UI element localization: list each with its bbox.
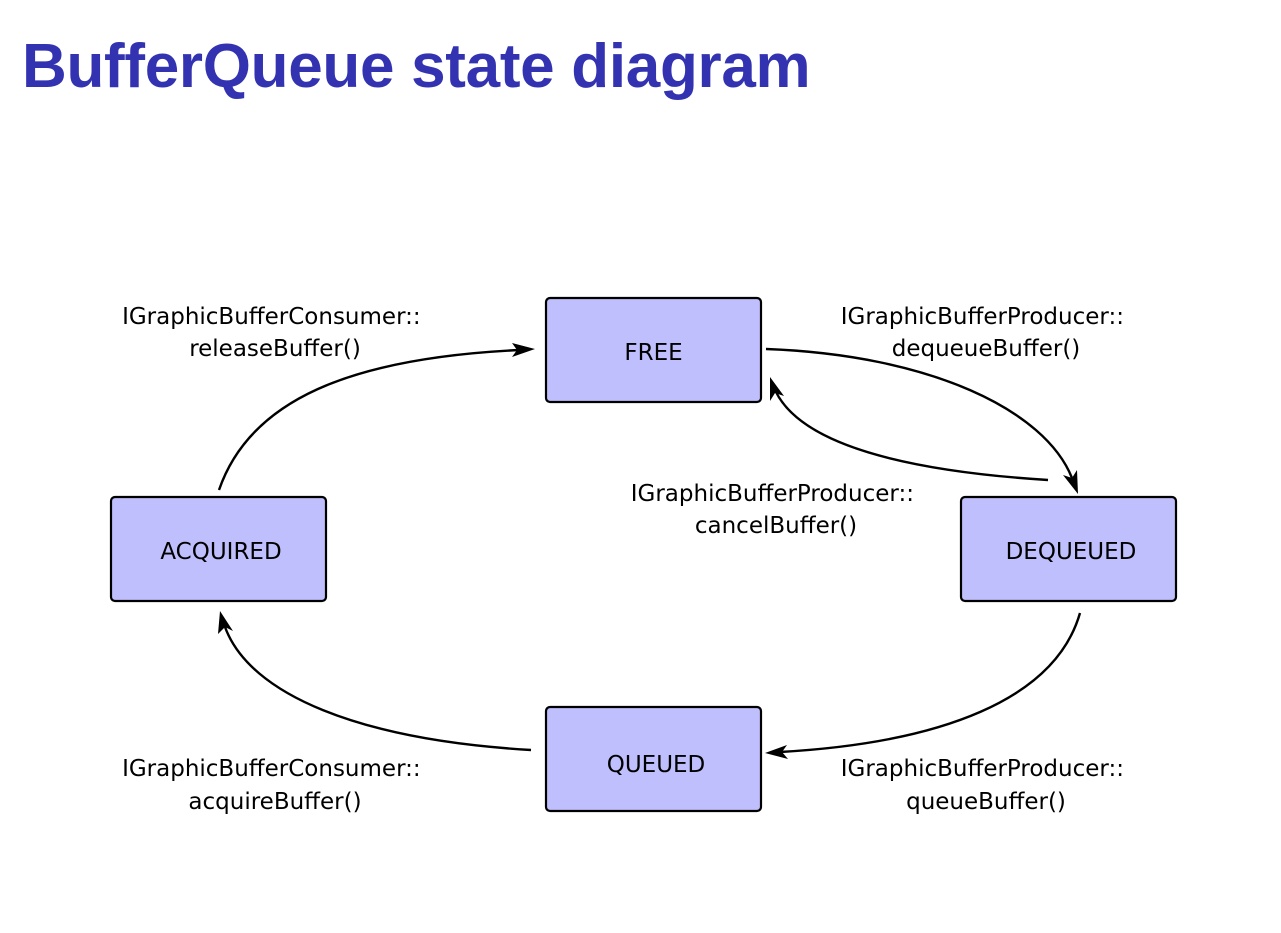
edge-release-buffer-arrowhead	[512, 343, 535, 357]
state-queued-box	[544, 705, 763, 813]
cancel-buffer-label: IGraphicBufferProducer:: cancelBuffer()	[631, 481, 922, 539]
queue-buffer-label-line1: IGraphicBufferProducer::	[841, 756, 1124, 782]
state-acquired-label: ACQUIRED	[160, 539, 281, 565]
acquire-buffer-label: IGraphicBufferConsumer:: acquireBuffer()	[122, 756, 428, 815]
state-acquired: ACQUIRED	[109, 495, 328, 603]
queue-buffer-label: IGraphicBufferProducer:: queueBuffer()	[841, 756, 1132, 815]
edge-cancel-buffer-arrowhead	[770, 377, 784, 401]
state-free-label: FREE	[624, 340, 682, 366]
state-free: FREE	[544, 296, 763, 404]
edge-acquire-buffer-line	[223, 626, 532, 752]
state-free-box	[544, 296, 763, 404]
edge-acquire-buffer	[218, 611, 532, 752]
release-buffer-label-line1: IGraphicBufferConsumer::	[122, 304, 421, 330]
acquire-buffer-label-line1: IGraphicBufferConsumer::	[122, 756, 421, 782]
queue-buffer-label-line2: queueBuffer()	[906, 789, 1066, 815]
edge-release-buffer-line	[217, 348, 521, 491]
state-dequeued: DEQUEUED	[959, 495, 1178, 603]
edge-release-buffer	[217, 343, 535, 491]
edge-queue-buffer	[765, 612, 1082, 759]
dequeue-buffer-label-line1: IGraphicBufferProducer::	[841, 304, 1124, 330]
edge-acquire-buffer-arrowhead	[218, 611, 233, 634]
edge-dequeue-buffer	[765, 347, 1078, 494]
state-queued-label: QUEUED	[607, 752, 706, 778]
dequeue-buffer-label-line2: dequeueBuffer()	[892, 336, 1081, 362]
state-queued: QUEUED	[544, 705, 763, 813]
release-buffer-label-line2: releaseBuffer()	[189, 336, 361, 362]
edge-cancel-buffer-line	[774, 391, 1049, 482]
edge-queue-buffer-line	[779, 612, 1082, 754]
edge-queue-buffer-arrowhead	[765, 745, 788, 759]
state-dequeued-label: DEQUEUED	[1006, 539, 1137, 565]
edge-dequeue-buffer-arrowhead	[1063, 470, 1078, 494]
state-dequeued-box	[959, 495, 1178, 603]
cancel-buffer-label-line2: cancelBuffer()	[695, 513, 857, 539]
state-acquired-box	[109, 495, 328, 603]
page-title: BufferQueue state diagram	[22, 32, 811, 101]
acquire-buffer-label-line2: acquireBuffer()	[188, 789, 361, 815]
edge-dequeue-buffer-line	[765, 347, 1074, 479]
edge-cancel-buffer	[770, 377, 1049, 482]
dequeue-buffer-label: IGraphicBufferProducer:: dequeueBuffer()	[841, 304, 1132, 362]
cancel-buffer-label-line1: IGraphicBufferProducer::	[631, 481, 914, 507]
release-buffer-label: IGraphicBufferConsumer:: releaseBuffer()	[122, 304, 428, 362]
